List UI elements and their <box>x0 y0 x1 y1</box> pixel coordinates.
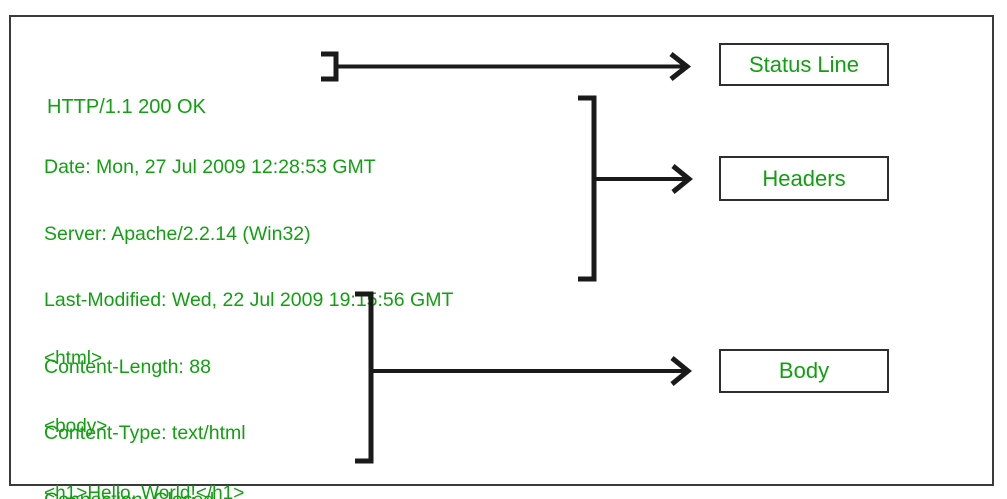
label-box-status-line[interactable]: Status Line <box>719 43 889 86</box>
label-box-status-line-text: Status Line <box>748 51 860 77</box>
label-box-headers-text: Headers <box>762 165 846 191</box>
header-line-content-length: Content-Length: 88 <box>44 355 211 378</box>
body-line-body-open: <body> <box>44 415 108 437</box>
label-box-body-text: Body <box>778 358 830 383</box>
header-line-content-type: Content-Type: text/html <box>44 422 246 444</box>
body-line-html-open: <html> <box>44 348 103 369</box>
status-line-text: HTTP/1.1 200 OK <box>47 96 206 118</box>
label-box-headers[interactable]: Headers <box>719 156 889 201</box>
headers-text-block: Date: Mon, 27 Jul 2009 12:28:53 GMT Serv… <box>44 115 453 499</box>
header-line-connection: Connection: Closed <box>44 487 453 499</box>
label-box-body[interactable]: Body <box>719 349 889 393</box>
header-line-server: Server: Apache/2.2.14 (Win32) <box>44 222 311 245</box>
body-line-h1: <h1>Hello, World!</h1> <box>44 483 245 499</box>
diagram-frame-border <box>9 15 994 486</box>
status-line-text-block: HTTP/1.1 200 OK <box>47 54 206 160</box>
header-line-last-modified: Last-Modified: Wed, 22 Jul 2009 19:15:56… <box>44 289 454 311</box>
body-text-block: <html> <body> <h1>Hello, World!</h1> </b… <box>44 306 244 499</box>
header-line-date: Date: Mon, 27 Jul 2009 12:28:53 GMT <box>44 156 376 178</box>
